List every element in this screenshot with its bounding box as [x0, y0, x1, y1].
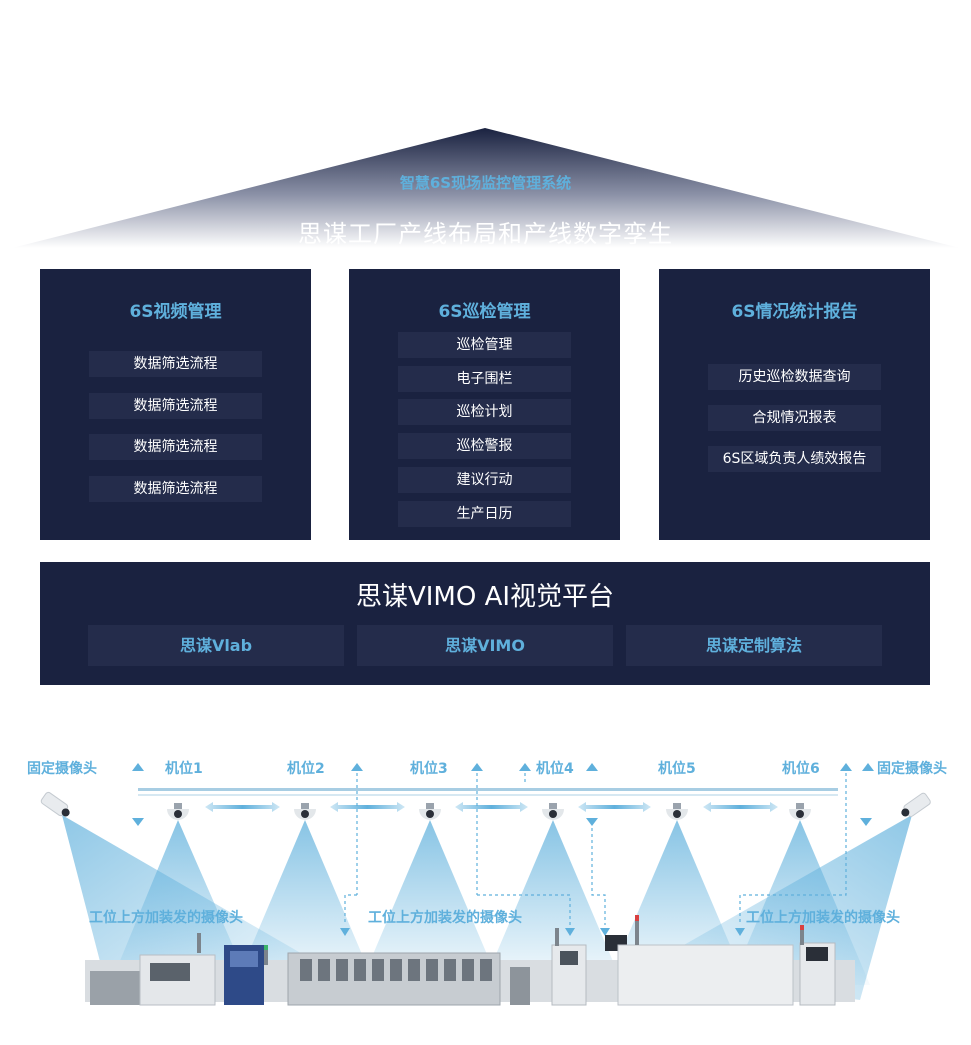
fixed-camera-right-label: 固定摄像头	[877, 761, 947, 777]
system-subtitle: 思谋工厂产线布局和产线数字孪生	[298, 220, 673, 248]
module-item[interactable]: 数据筛选流程	[89, 476, 262, 502]
station-label: 机位3	[410, 761, 448, 777]
module-item[interactable]: 数据筛选流程	[89, 393, 262, 419]
fixed-camera-right-icon	[901, 792, 931, 817]
module-item[interactable]: 历史巡检数据查询	[708, 364, 881, 390]
platform-item-vlab[interactable]: 思谋Vlab	[88, 625, 344, 666]
module-title: 6S情况统计报告	[731, 302, 858, 322]
station-beam	[483, 820, 623, 985]
module-title: 6S巡检管理	[438, 302, 531, 322]
module-item[interactable]: 电子围栏	[398, 366, 571, 392]
platform-item-custom-algorithm[interactable]: 思谋定制算法	[626, 625, 882, 666]
fixed-camera-left-icon	[40, 791, 70, 817]
module-inspection-management: 6S巡检管理 巡检管理 电子围栏 巡检计划 巡检警报 建议行动 生产日历	[349, 269, 620, 540]
platform-title: 思谋VIMO AI视觉平台	[355, 582, 615, 612]
ai-platform-panel: 思谋VIMO AI视觉平台 思谋Vlab 思谋VIMO 思谋定制算法	[40, 562, 930, 685]
mounted-camera-label: 工位上方加装发的摄像头	[368, 910, 522, 926]
floor-graphic	[40, 763, 931, 1006]
module-item[interactable]: 合规情况报表	[708, 405, 881, 431]
travel-arrows	[205, 802, 778, 812]
module-item[interactable]: 6S区域负责人绩效报告	[708, 446, 881, 472]
station-beam	[235, 820, 375, 985]
module-video-management: 6S视频管理 数据筛选流程 数据筛选流程 数据筛选流程 数据筛选流程	[40, 269, 311, 540]
module-statistics-report: 6S情况统计报告 历史巡检数据查询 合规情况报表 6S区域负责人绩效报告	[659, 269, 930, 540]
module-title: 6S视频管理	[129, 302, 222, 322]
module-item[interactable]: 巡检管理	[398, 332, 571, 358]
module-item[interactable]: 建议行动	[398, 467, 571, 493]
dome-cameras	[167, 803, 811, 820]
platform-item-vimo[interactable]: 思谋VIMO	[357, 625, 613, 666]
camera-rail	[138, 788, 838, 791]
module-item[interactable]: 生产日历	[398, 501, 571, 527]
production-line	[85, 915, 855, 1006]
station-beam	[110, 820, 250, 985]
roof-graphic	[12, 128, 960, 248]
mounted-camera-label: 工位上方加装发的摄像头	[746, 910, 900, 926]
factory-floor-diagram: 固定摄像头 固定摄像头 机位1 机位2 机位3 机位4 机位5 机位6 工位上方…	[0, 745, 971, 1045]
station-beam	[607, 820, 747, 985]
module-item[interactable]: 巡检警报	[398, 433, 571, 459]
lift-arrows	[132, 763, 874, 826]
station-label: 机位5	[658, 761, 696, 777]
module-item[interactable]: 数据筛选流程	[89, 434, 262, 460]
module-item[interactable]: 巡检计划	[398, 399, 571, 425]
guide-lines	[344, 773, 847, 925]
station-label: 机位6	[782, 761, 820, 777]
fixed-camera-left-label: 固定摄像头	[27, 761, 97, 777]
station-beam	[360, 820, 500, 985]
module-item[interactable]: 数据筛选流程	[89, 351, 262, 377]
station-label: 机位2	[287, 761, 325, 777]
station-label: 机位4	[536, 761, 574, 777]
mounted-camera-label: 工位上方加装发的摄像头	[89, 910, 243, 926]
station-label: 机位1	[165, 761, 203, 777]
system-title: 智慧6S现场监控管理系统	[399, 174, 572, 192]
